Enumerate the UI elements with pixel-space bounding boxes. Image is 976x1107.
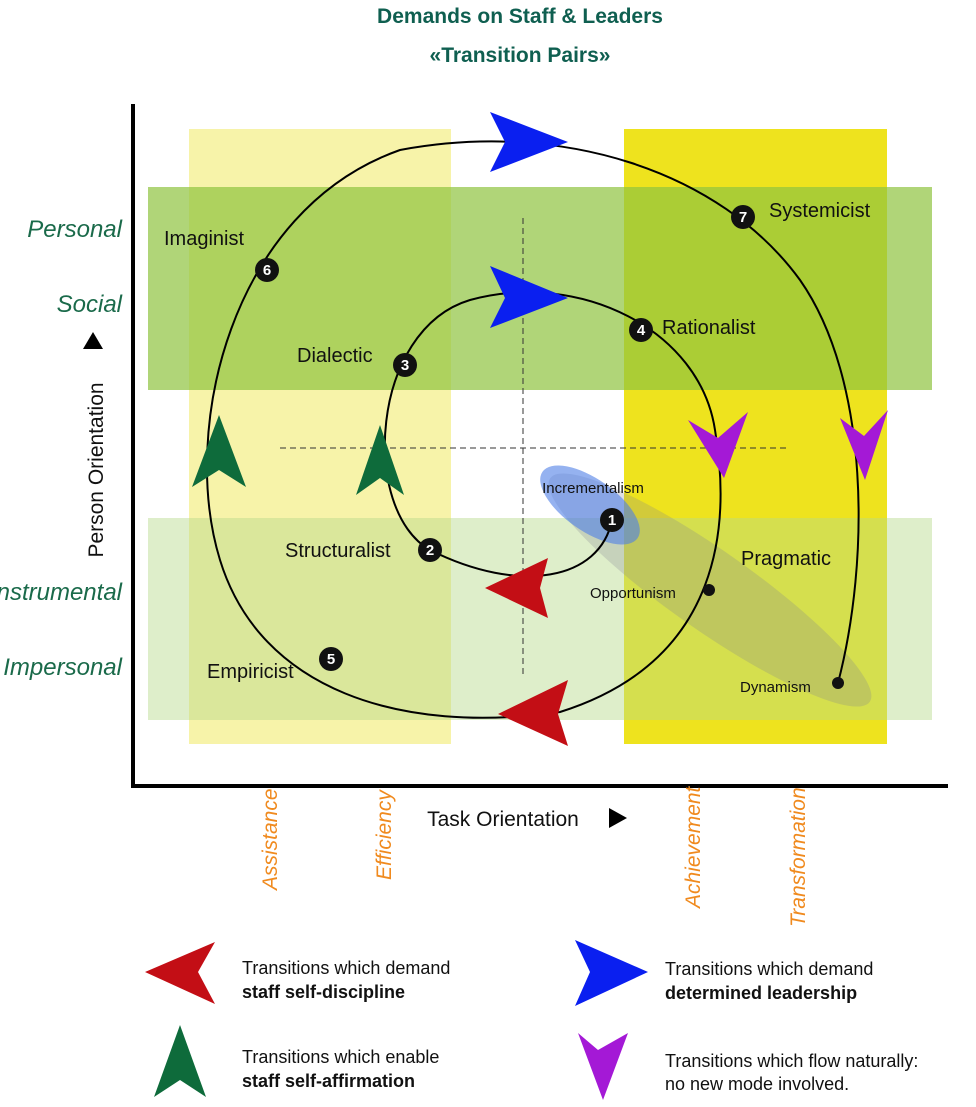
node-2-label: Structuralist: [285, 540, 391, 562]
dynamism-label: Dynamism: [740, 679, 811, 696]
purple-arrow-outer: [840, 410, 888, 480]
person-cat-instrumental: Instrumental: [0, 579, 123, 606]
task-axis-arrow-icon: [609, 808, 627, 828]
node-4-label: Rationalist: [662, 317, 756, 339]
opportunism-label: Opportunism: [590, 585, 676, 602]
legend-red-line1: Transitions which demand: [242, 958, 450, 978]
node-4-number: 4: [637, 322, 646, 339]
legend-green-line2: staff self-affirmation: [242, 1071, 415, 1091]
legend-blue-arrow-icon: [575, 940, 648, 1006]
legend-red-arrow-icon: [145, 942, 215, 1004]
purple-arrow-inner: [688, 412, 748, 478]
legend-item-purple: Transitions which flow naturally: no new…: [578, 1033, 918, 1100]
green-arrow-outer: [192, 415, 246, 487]
dynamism-point: [832, 677, 844, 689]
legend-item-red: Transitions which demand staff self-disc…: [145, 942, 450, 1004]
person-axis-label: Person Orientation: [85, 382, 108, 557]
legend: Transitions which demand staff self-disc…: [145, 940, 918, 1100]
node-5-label: Empiricist: [207, 661, 294, 683]
node-2-number: 2: [426, 542, 434, 559]
node-5-number: 5: [327, 651, 335, 668]
node-6: 6: [255, 258, 279, 282]
task-cat-achievement: Achievement: [682, 785, 705, 910]
instrumental-impersonal-band: [148, 518, 932, 720]
legend-item-blue: Transitions which demand determined lead…: [575, 940, 873, 1006]
title-line-1: Demands on Staff & Leaders: [377, 5, 663, 28]
person-axis-arrow-icon: [83, 332, 103, 349]
node-6-number: 6: [263, 262, 271, 279]
person-cat-personal: Personal: [27, 216, 122, 243]
task-cat-efficiency: Efficiency: [373, 789, 396, 880]
node-6-label: Imaginist: [164, 228, 244, 250]
legend-blue-line2: determined leadership: [665, 983, 857, 1003]
blue-arrow-inner: [490, 266, 568, 328]
task-axis-label: Task Orientation: [427, 808, 579, 831]
legend-green-arrow-icon: [154, 1025, 206, 1097]
legend-purple-arrow-icon: [578, 1033, 628, 1100]
green-arrow-inner: [356, 425, 404, 495]
node-3: 3: [393, 353, 417, 377]
person-cat-social: Social: [57, 291, 123, 318]
node-1-label: Incrementalism: [542, 480, 644, 497]
red-arrow-inner: [485, 558, 548, 618]
node-1-number: 1: [608, 512, 616, 529]
legend-purple-line2: no new mode involved.: [665, 1074, 849, 1094]
node-7: 7: [731, 205, 755, 229]
spiral-path: [205, 140, 860, 719]
node-7-number: 7: [739, 209, 747, 226]
legend-blue-line1: Transitions which demand: [665, 959, 873, 979]
task-cat-assistance: Assistance: [259, 788, 282, 892]
node-7-label: Systemicist: [769, 200, 871, 222]
node-4: 4: [629, 318, 653, 342]
legend-red-line2: staff self-discipline: [242, 982, 405, 1002]
node-3-number: 3: [401, 357, 409, 374]
task-cat-transformation: Transformation: [787, 787, 810, 927]
opportunism-point: [703, 584, 715, 596]
legend-item-green: Transitions which enable staff self-affi…: [154, 1025, 439, 1097]
pragmatic-label: Pragmatic: [741, 548, 831, 570]
legend-purple-line1: Transitions which flow naturally:: [665, 1051, 918, 1071]
node-5: 5: [319, 647, 343, 671]
person-cat-impersonal: Impersonal: [3, 654, 122, 681]
node-2: 2: [418, 538, 442, 562]
red-arrow-outer: [498, 680, 568, 746]
node-1: 1: [600, 508, 624, 532]
legend-green-line1: Transitions which enable: [242, 1047, 439, 1067]
blue-arrow-outer: [490, 112, 568, 172]
title-line-2: «Transition Pairs»: [430, 44, 611, 67]
node-3-label: Dialectic: [297, 345, 373, 367]
